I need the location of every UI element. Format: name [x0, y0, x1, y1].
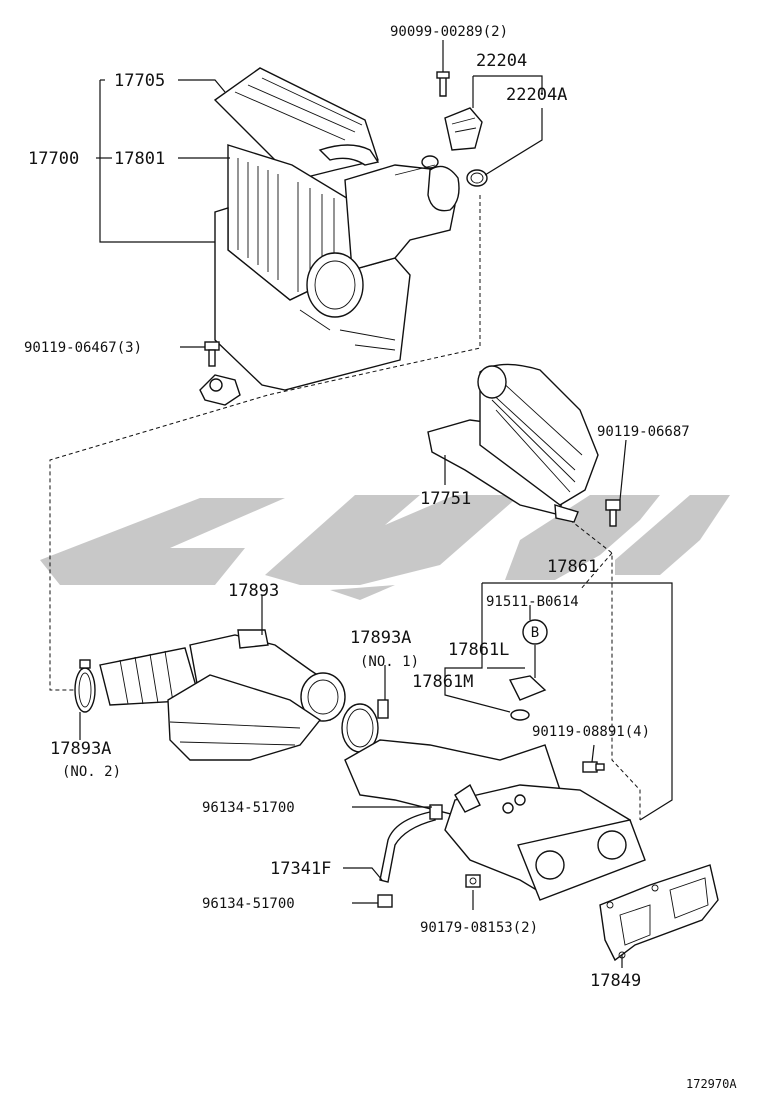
label-90179-08153: 90179-08153(2) [420, 920, 538, 936]
label-17893a-no1-note: (NO. 1) [360, 654, 419, 670]
clamp-17893a-no1 [341, 699, 389, 753]
label-17861: 17861 [547, 557, 598, 577]
label-17893: 17893 [228, 581, 279, 601]
label-17849: 17849 [590, 971, 641, 991]
label-17705: 17705 [114, 71, 165, 91]
dashed-connectors [49, 195, 641, 820]
sensor-22204-group [436, 71, 488, 187]
watermark-logo [40, 495, 730, 600]
label-17751: 17751 [420, 489, 471, 509]
label-17893a-no1: 17893A [350, 628, 411, 648]
label-96134-51700-a: 96134-51700 [202, 800, 295, 816]
label-17861m: 17861M [412, 672, 473, 692]
nut-90179 [465, 874, 481, 888]
air-cleaner-case-17700 [199, 155, 460, 406]
label-96134-51700-b: 96134-51700 [202, 896, 295, 912]
label-91511-b0614: 91511-B0614 [486, 594, 579, 610]
clamp-17893a-no2 [74, 659, 96, 713]
bolt-90119-06687 [605, 499, 621, 527]
label-17700: 17700 [28, 149, 79, 169]
intake-plenum-17861 [344, 739, 646, 901]
bolt-90119-06467 [204, 341, 220, 367]
intake-duct-17751 [427, 363, 599, 523]
bolt-90119-08891 [582, 761, 605, 773]
label-90119-06687: 90119-06687 [597, 424, 690, 440]
hose-17341f [377, 804, 443, 908]
label-22204: 22204 [476, 51, 527, 71]
label-17893a-no2-note: (NO. 2) [62, 764, 121, 780]
label-17893a-no2: 17893A [50, 739, 111, 759]
label-90099-00289: 90099-00289(2) [390, 24, 508, 40]
resonator-hose-17893 [99, 629, 346, 761]
marker-b-label: B [531, 625, 539, 641]
leader-lines [79, 40, 673, 968]
label-17801: 17801 [114, 149, 165, 169]
label-90119-08891: 90119-08891(4) [532, 724, 650, 740]
part-labels: 17705 17700 17801 90099-00289(2) 22204 2… [24, 24, 737, 1091]
label-90119-06467: 90119-06467(3) [24, 340, 142, 356]
marker-b: B [522, 619, 548, 645]
label-17861l: 17861L [448, 640, 509, 660]
figure-code: 172970A [686, 1077, 737, 1091]
label-17341f: 17341F [270, 859, 331, 879]
gasket-17849 [599, 864, 719, 962]
valve-17861m [508, 675, 547, 721]
label-22204a: 22204A [506, 85, 567, 105]
